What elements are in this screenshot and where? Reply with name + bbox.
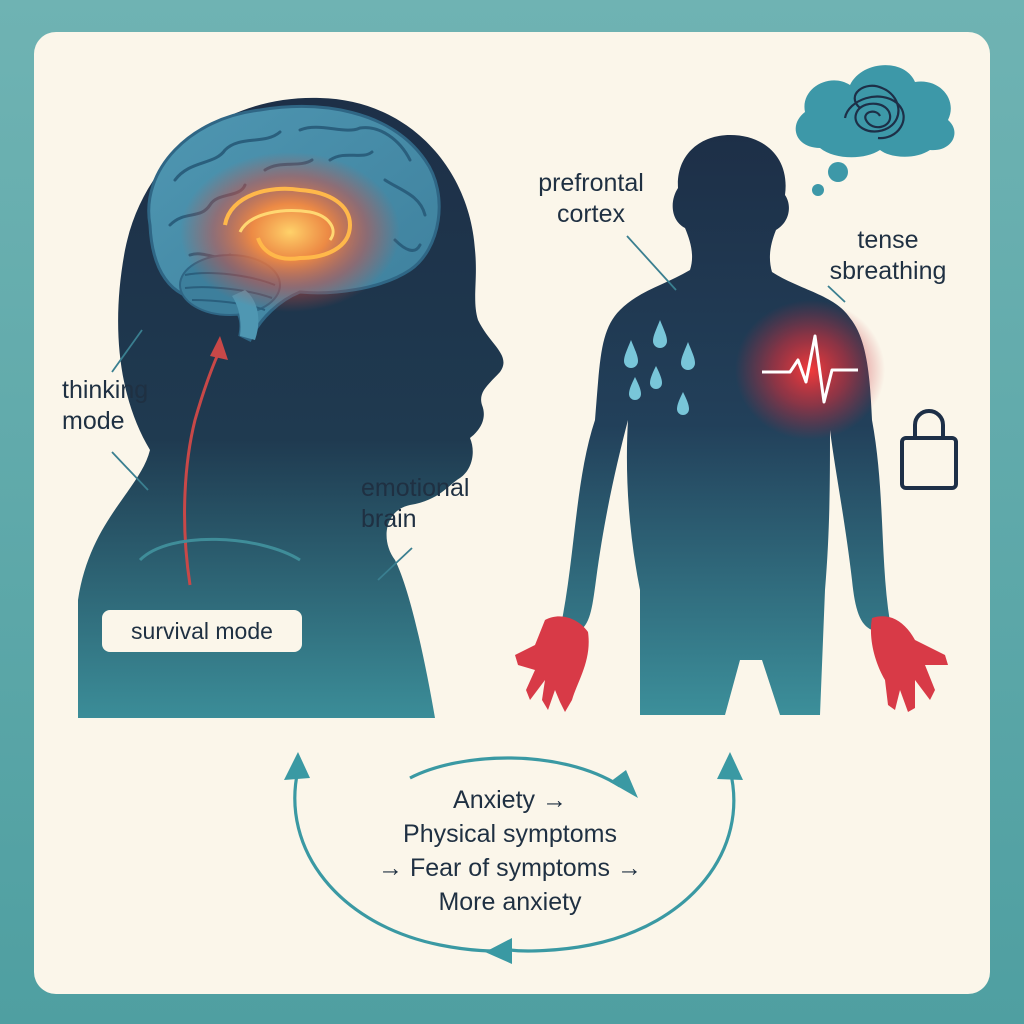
sweat-drop-icon bbox=[624, 320, 695, 415]
anxiety-cycle-text: Anxiety → Physical symptoms → Fear of sy… bbox=[340, 783, 680, 919]
label-prefrontal-cortex: prefrontal cortex bbox=[538, 169, 644, 228]
cycle-line-2: Physical symptoms bbox=[403, 820, 617, 848]
label-tense-breathing: tense sbreathing bbox=[829, 226, 947, 285]
leader-line-emotional bbox=[377, 547, 413, 581]
cycle-line-3: → Fear of symptoms → bbox=[378, 854, 642, 882]
label-survival-mode: survival mode bbox=[102, 610, 302, 652]
label-emotional-brain: emotional brain bbox=[361, 474, 470, 533]
leader-line-thinking-top bbox=[111, 329, 143, 373]
arrow-up-icon bbox=[183, 336, 228, 586]
leader-line-thinking-bottom bbox=[111, 451, 149, 491]
cycle-line-4: More anxiety bbox=[438, 888, 582, 916]
lock-icon bbox=[900, 409, 958, 490]
cycle-arrowheads bbox=[284, 752, 743, 964]
leader-line-tense bbox=[827, 285, 846, 303]
body-silhouette bbox=[560, 135, 890, 715]
cycle-line-1: Anxiety → bbox=[453, 786, 567, 814]
brain-icon bbox=[147, 105, 441, 343]
leader-line-prefrontal bbox=[626, 235, 677, 291]
right-hand bbox=[870, 616, 948, 712]
left-hand bbox=[515, 616, 589, 712]
cycle-arrow-icon bbox=[293, 756, 736, 953]
label-thinking-mode: thinking mode bbox=[62, 376, 149, 435]
chest-glow bbox=[735, 300, 885, 440]
thought-cloud-icon bbox=[795, 65, 955, 196]
heartbeat-icon bbox=[762, 334, 858, 404]
crossing-curve bbox=[138, 537, 301, 562]
hands bbox=[515, 616, 948, 712]
